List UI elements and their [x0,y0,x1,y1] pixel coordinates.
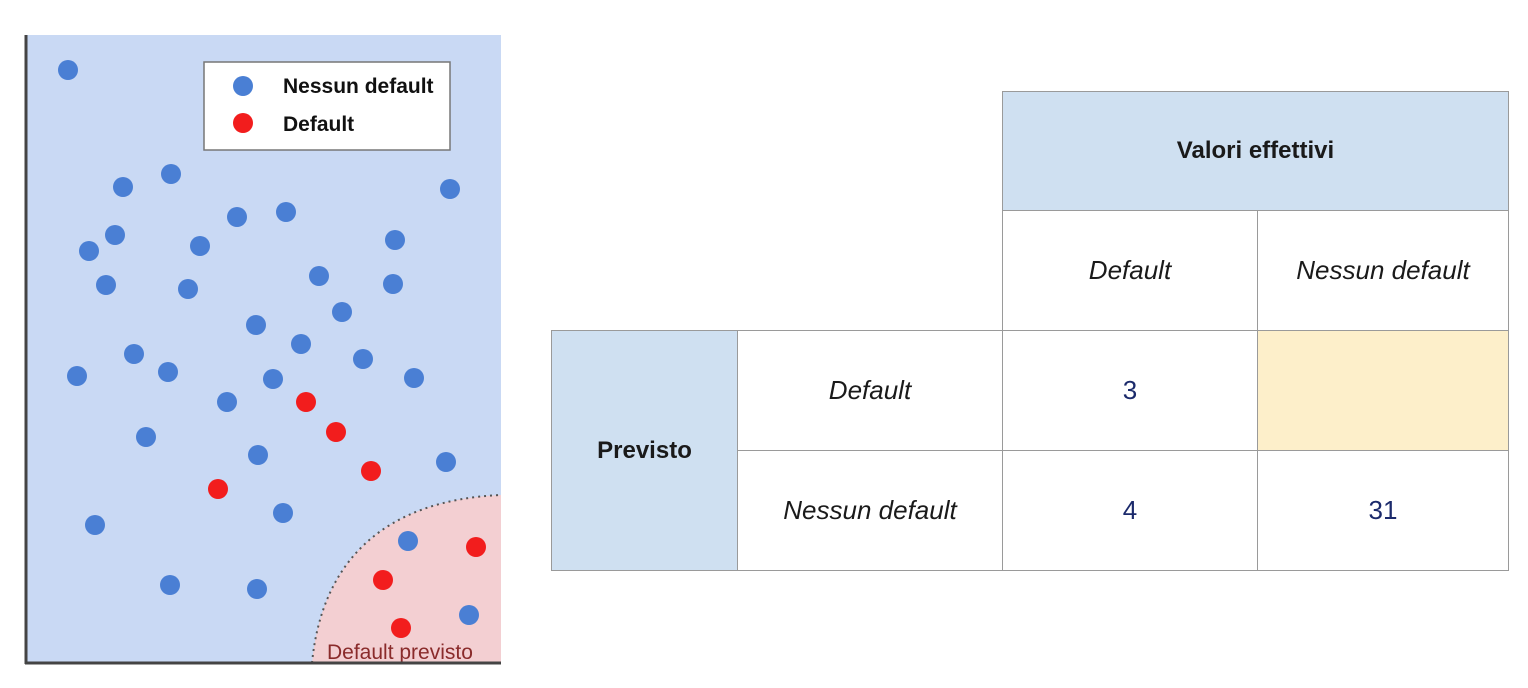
column-header-default: Default [1002,210,1258,331]
default-point [361,461,381,481]
default-point [373,570,393,590]
no-default-point [178,279,198,299]
row-header-no-default: Nessun default [737,450,1003,571]
region-label: Default previsto [327,641,473,664]
no-default-point [113,177,133,197]
no-default-point [398,531,418,551]
false-positive-cell [1257,330,1509,451]
no-default-point [85,515,105,535]
no-default-point [383,274,403,294]
no-default-point [248,445,268,465]
no-default-point [227,207,247,227]
no-default-point [309,266,329,286]
default-point [326,422,346,442]
no-default-point [124,344,144,364]
true-negative-cell: 31 [1257,450,1509,571]
scatter-points [58,60,486,638]
no-default-point [276,202,296,222]
legend-label-no-default: Nessun default [283,75,434,98]
no-default-point [404,368,424,388]
no-default-point [459,605,479,625]
legend-marker-no-default [233,76,253,96]
no-default-point [105,225,125,245]
no-default-point [58,60,78,80]
legend-marker-default [233,113,253,133]
no-default-point [353,349,373,369]
actual-values-header: Valori effettivi [1002,91,1509,211]
column-header-no-default: Nessun default [1257,210,1509,331]
no-default-point [247,579,267,599]
no-default-point [385,230,405,250]
no-default-point [440,179,460,199]
no-default-point [136,427,156,447]
no-default-point [79,241,99,261]
default-point [391,618,411,638]
no-default-point [436,452,456,472]
no-default-point [217,392,237,412]
no-default-point [263,369,283,389]
legend-label-default: Default [283,113,354,136]
no-default-point [160,575,180,595]
confusion-matrix: Valori effettivi Default Nessun default … [551,91,1509,571]
predicted-default-region [312,495,501,663]
legend: Nessun default Default [203,61,451,151]
no-default-point [246,315,266,335]
no-default-point [291,334,311,354]
no-default-point [273,503,293,523]
default-point [208,479,228,499]
no-default-point [67,366,87,386]
no-default-point [161,164,181,184]
no-default-point [332,302,352,322]
default-point [466,537,486,557]
row-header-default: Default [737,330,1003,451]
scatter-plot: Default previsto Nessun default Default [24,35,502,665]
predicted-header: Previsto [551,330,738,571]
default-point [296,392,316,412]
true-positive-cell: 3 [1002,330,1258,451]
no-default-point [158,362,178,382]
false-negative-cell: 4 [1002,450,1258,571]
no-default-point [96,275,116,295]
no-default-point [190,236,210,256]
